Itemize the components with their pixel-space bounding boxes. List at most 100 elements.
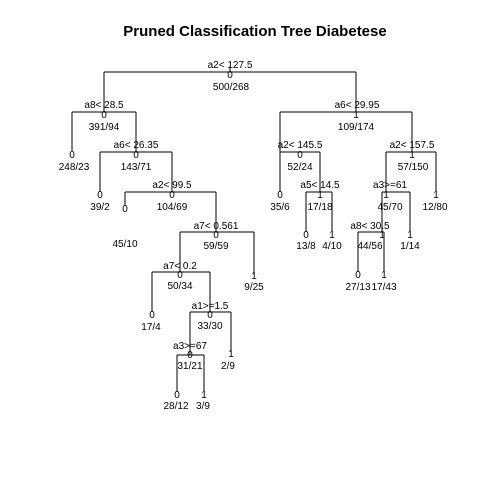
leaf-n12L: 0 39/2 — [90, 190, 110, 213]
leaf-n221R: 1 1/14 — [400, 230, 420, 252]
class-label: 0 — [187, 350, 193, 361]
node-n1222: a7< 0.561 0 59/59 — [194, 221, 239, 252]
node-n221: a3>=61 1 45/70 — [373, 180, 407, 213]
split-label: a7< 0.561 — [194, 221, 239, 232]
count-label: 9/25 — [244, 282, 264, 293]
count-label: 4/10 — [322, 241, 342, 252]
class-label: 0 — [169, 190, 175, 201]
split-label: a8< 28.5 — [84, 100, 124, 111]
class-label: 1 — [251, 271, 257, 282]
count-label: 39/2 — [90, 202, 110, 213]
count-label: 33/30 — [197, 321, 222, 332]
class-label: 0 — [213, 230, 219, 241]
node-n12221: a7< 0.2 0 50/34 — [163, 261, 197, 292]
count-label: 35/6 — [270, 202, 290, 213]
count-label: 1/14 — [400, 241, 420, 252]
count-label: 44/56 — [357, 241, 382, 252]
class-label: 0 — [122, 204, 128, 215]
class-label: 1 — [383, 190, 389, 201]
split-label: a3>=67 — [173, 341, 207, 352]
count-label: 500/268 — [213, 82, 250, 93]
node-n21: a2< 145.5 0 52/24 — [278, 140, 323, 173]
count-label: 17/4 — [141, 322, 161, 333]
count-label: 57/150 — [398, 162, 429, 173]
class-label: 0 — [177, 270, 183, 281]
count-label: 28/12 — [163, 401, 188, 412]
class-label: 1 — [381, 270, 387, 281]
count-label: 50/34 — [167, 281, 192, 292]
split-label: a2< 99.5 — [152, 180, 192, 191]
leaf-n1222121L: 0 28/12 — [163, 390, 188, 412]
node-n1: a8< 28.5 0 391/94 — [84, 100, 124, 133]
node-n22: a2< 157.5 1 57/150 — [390, 140, 435, 173]
node-n2: a6< 29.95 1 109/174 — [335, 100, 380, 133]
leaf-n2211R: 1 17/43 — [371, 270, 396, 293]
split-label: a6< 26.35 — [114, 140, 159, 151]
count-label: 17/18 — [307, 202, 332, 213]
leaf-n21L: 0 35/6 — [270, 190, 290, 213]
class-label: 1 — [409, 150, 415, 161]
class-label: 1 — [433, 190, 439, 201]
class-label: 1 — [228, 349, 234, 360]
class-label: 0 — [69, 150, 75, 161]
class-label: 0 — [174, 390, 180, 401]
class-label: 0 — [101, 110, 107, 121]
leaf-n12221L: 0 17/4 — [141, 310, 161, 333]
split-label: a8< 30.5 — [350, 221, 390, 232]
class-label: 1 — [407, 230, 413, 241]
split-label: a1>=1.5 — [192, 301, 229, 312]
count-label: 31/21 — [177, 361, 202, 372]
count-label: 13/8 — [296, 241, 316, 252]
node-n1222121: a3>=67 0 31/21 — [173, 341, 207, 372]
class-label: 0 — [227, 70, 233, 81]
tree-branches — [71, 66, 437, 392]
class-label: 1 — [201, 390, 207, 401]
node-n2211: a8< 30.5 1 44/56 — [350, 221, 390, 252]
leaf-n1L: 0 248/23 — [59, 150, 90, 173]
node-root: a2< 127.5 0 500/268 — [208, 60, 253, 93]
count-label: 391/94 — [89, 122, 120, 133]
split-label: a6< 29.95 — [335, 100, 380, 111]
class-label: 0 — [303, 230, 309, 241]
count-label: 45/10 — [112, 239, 137, 250]
leaf-n212R: 1 4/10 — [322, 230, 342, 252]
class-label: 0 — [207, 310, 213, 321]
leaf-n122212R: 1 2/9 — [221, 349, 235, 372]
node-n12: a6< 26.35 0 143/71 — [114, 140, 159, 173]
leaf-n2211L: 0 27/13 — [345, 270, 370, 293]
chart-title: Pruned Classification Tree Diabetese — [123, 23, 386, 40]
class-label: 0 — [97, 190, 103, 201]
count-label: 104/69 — [157, 202, 188, 213]
class-label: 0 — [277, 190, 283, 201]
class-label: 0 — [149, 310, 155, 321]
split-label: a2< 145.5 — [278, 140, 323, 151]
node-n212: a5< 14.5 1 17/18 — [300, 180, 340, 213]
node-n122: a2< 99.5 0 104/69 — [152, 180, 192, 213]
count-label: 52/24 — [287, 162, 312, 173]
class-label: 0 — [297, 150, 303, 161]
class-label: 1 — [317, 190, 323, 201]
split-label: a2< 157.5 — [390, 140, 435, 151]
leaf-n212L: 0 13/8 — [296, 230, 316, 252]
class-label: 1 — [379, 230, 385, 241]
count-label: 109/174 — [338, 122, 375, 133]
split-label: a2< 127.5 — [208, 60, 253, 71]
leaf-n22R: 1 12/80 — [422, 190, 447, 213]
count-label: 2/9 — [221, 361, 235, 372]
count-label: 12/80 — [422, 202, 447, 213]
leaf-n1222R: 1 9/25 — [244, 271, 264, 293]
class-label: 1 — [329, 230, 335, 241]
node-n122212: a1>=1.5 0 33/30 — [192, 301, 229, 332]
class-label: 0 — [355, 270, 361, 281]
leaf-n122L: 0 45/10 — [112, 204, 137, 250]
split-label: a3>=61 — [373, 180, 407, 191]
count-label: 27/13 — [345, 282, 370, 293]
class-label: 0 — [133, 150, 139, 161]
split-label: a7< 0.2 — [163, 261, 197, 272]
count-label: 45/70 — [377, 202, 402, 213]
count-label: 17/43 — [371, 282, 396, 293]
split-label: a5< 14.5 — [300, 180, 340, 191]
leaf-n1222121R: 1 3/9 — [196, 390, 210, 412]
count-label: 248/23 — [59, 162, 90, 173]
